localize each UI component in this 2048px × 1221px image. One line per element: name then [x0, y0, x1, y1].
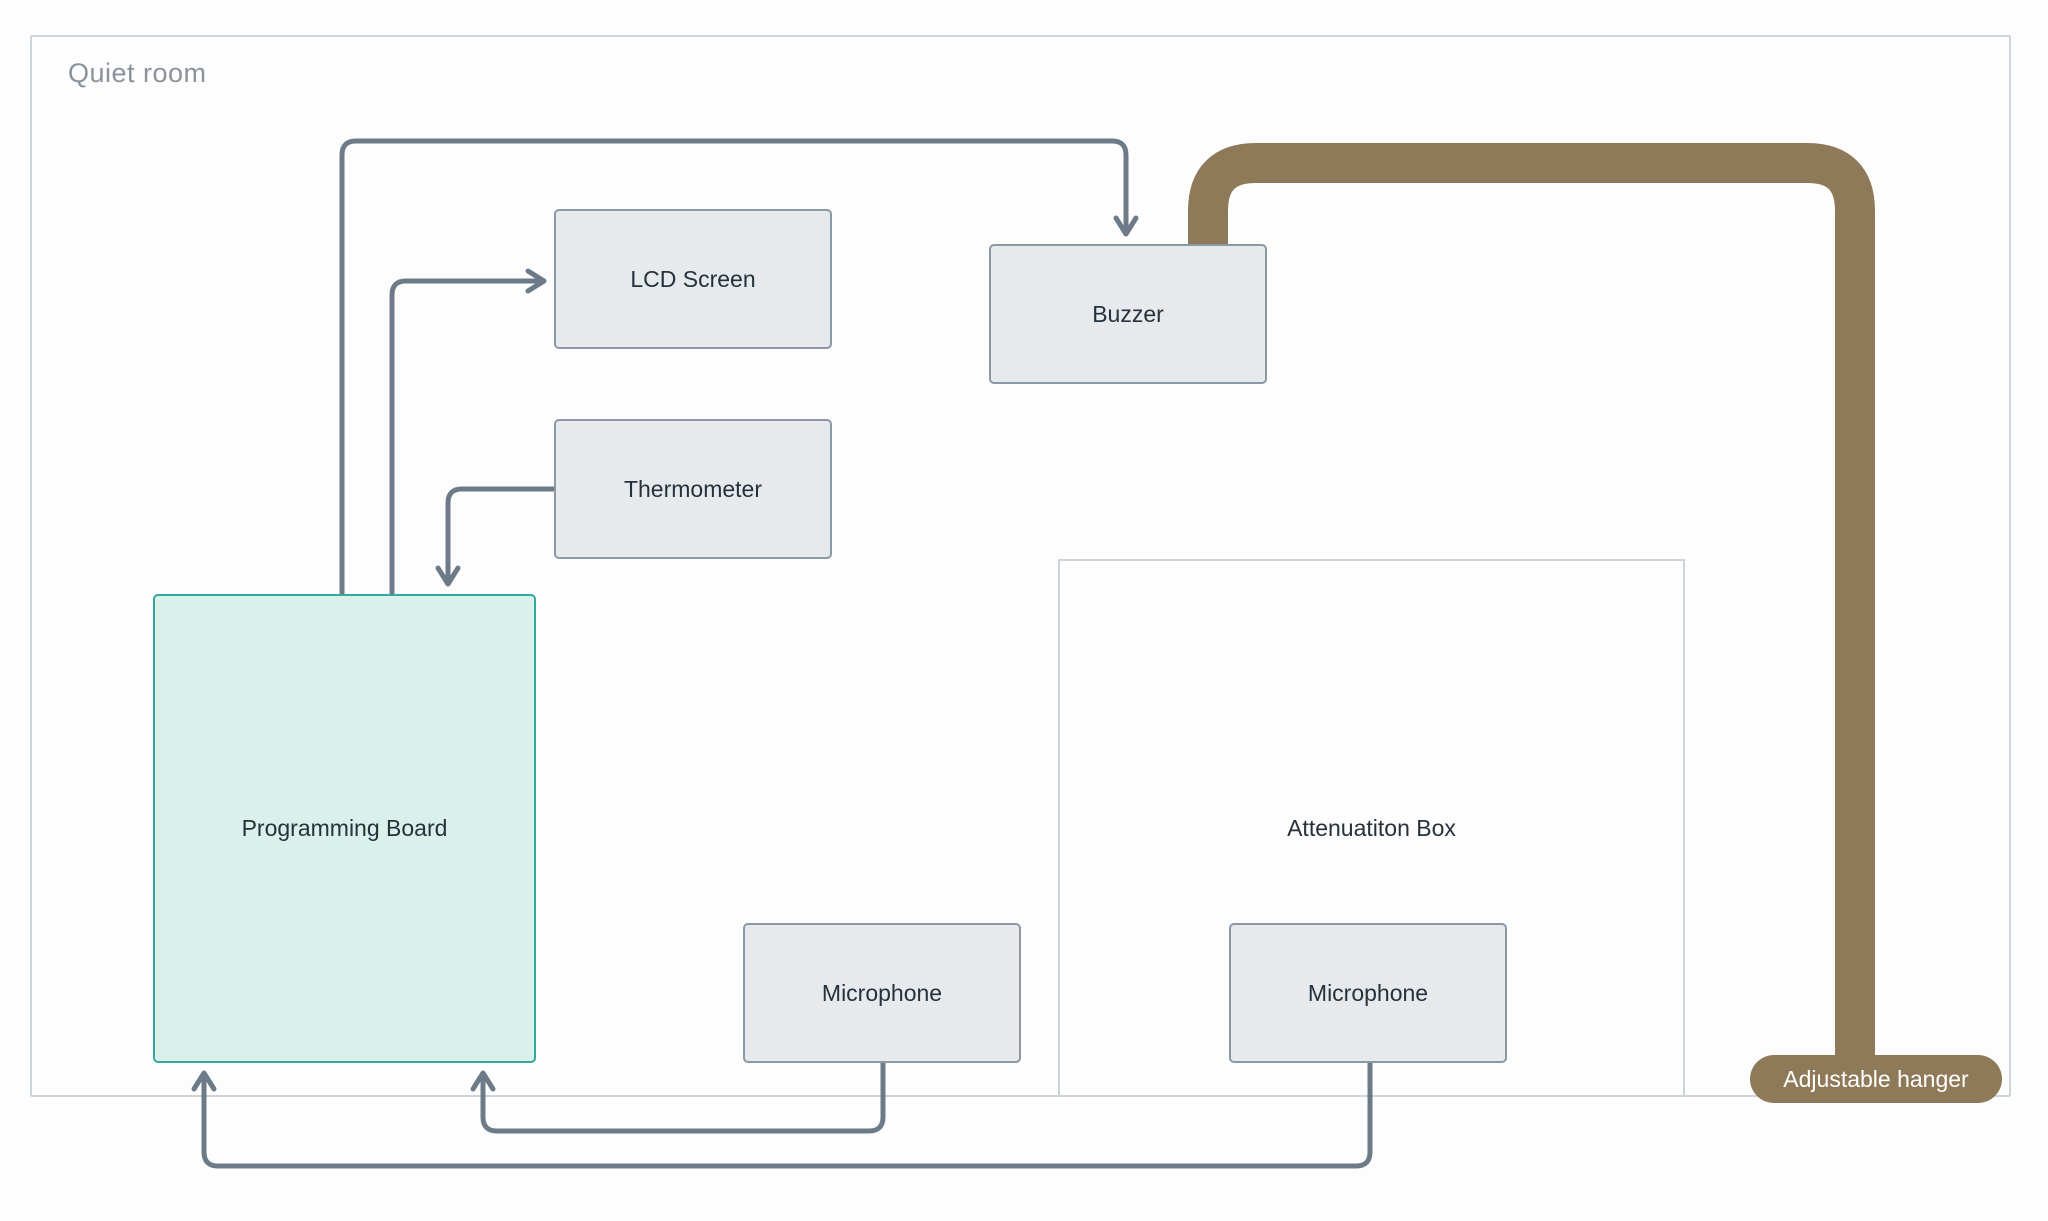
adjustable-hanger-label: Adjustable hanger — [1783, 1065, 1969, 1092]
node-programming-board: Programming Board — [153, 594, 536, 1063]
thermometer-label: Thermometer — [623, 475, 763, 502]
microphone-left-label: Microphone — [821, 979, 943, 1006]
microphone-right-label: Microphone — [1307, 979, 1429, 1006]
node-thermometer: Thermometer — [554, 419, 832, 559]
lcd-screen-label: LCD Screen — [630, 265, 756, 292]
node-lcd-screen: LCD Screen — [554, 209, 832, 349]
node-microphone-left: Microphone — [743, 923, 1021, 1063]
attenuation-box-label: Attenuatiton Box — [1287, 814, 1456, 841]
programming-board-label: Programming Board — [241, 815, 448, 841]
adjustable-hanger-badge: Adjustable hanger — [1750, 1055, 2002, 1103]
quiet-room-label: Quiet room — [68, 58, 207, 88]
node-buzzer: Buzzer — [989, 244, 1267, 384]
node-microphone-right: Microphone — [1229, 923, 1507, 1063]
buzzer-label: Buzzer — [1092, 300, 1164, 327]
